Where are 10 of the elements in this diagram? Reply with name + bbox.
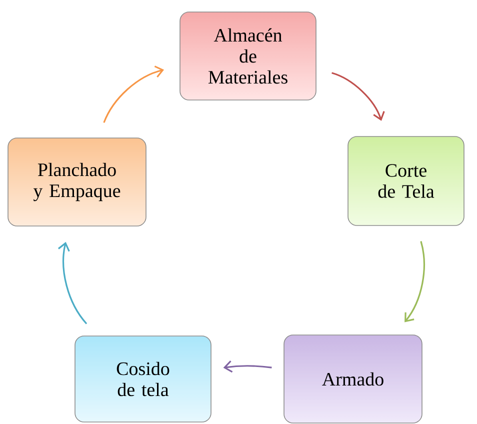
process-box: Corte de Tela [348,136,464,226]
arrow [404,241,425,322]
process-box: Armado [284,334,422,424]
arrow [223,360,272,373]
process-box: Cosido de tela [74,336,212,422]
arrow [332,72,385,121]
arrow [58,242,88,324]
process-box: Planchado y Empaque [8,138,146,226]
process-box: Almacén de Materiales [180,12,316,100]
arrow [103,66,164,123]
